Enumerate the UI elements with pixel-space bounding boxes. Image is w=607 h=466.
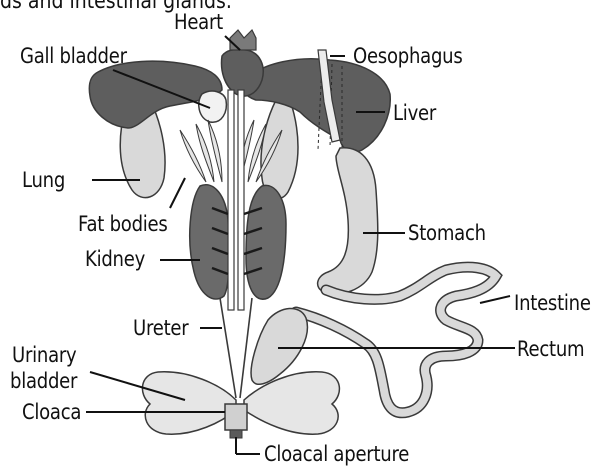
dorsal-vessel-right (238, 90, 244, 310)
label-cloacal-aperture: Cloacal aperture (264, 442, 409, 466)
label-oesophagus: Oesophagus (353, 44, 463, 68)
fat-bodies-left (180, 120, 222, 182)
label-heart: Heart (174, 10, 223, 34)
label-liver: Liver (393, 101, 436, 125)
cloaca (225, 404, 247, 430)
heart (222, 49, 264, 96)
label-lung: Lung (22, 168, 65, 192)
label-fat-bodies: Fat bodies (78, 212, 168, 236)
stomach (318, 148, 378, 294)
gall-bladder (199, 91, 227, 122)
label-cloaca: Cloaca (22, 400, 81, 424)
leader-intestine (480, 296, 510, 303)
label-urinary-bladder-line2: bladder (10, 369, 77, 393)
urinary-bladder-left-lobe (142, 372, 236, 434)
ureter-right (240, 298, 252, 398)
label-stomach: Stomach (408, 221, 486, 245)
ureter-left (220, 298, 236, 398)
label-kidney: Kidney (85, 247, 145, 271)
label-urinary-bladder-line1: Urinary (12, 343, 76, 367)
kidney-left (190, 185, 229, 299)
cloacal-aperture (230, 430, 242, 438)
label-rectum: Rectum (517, 337, 584, 361)
label-ureter: Ureter (133, 316, 188, 340)
dorsal-vessel-left (228, 90, 234, 310)
kidney-right (246, 185, 286, 299)
label-intestine: Intestine (514, 291, 591, 315)
right-lung (261, 100, 298, 199)
label-gall-bladder: Gall bladder (20, 44, 127, 68)
leader-fat-bodies (170, 178, 185, 208)
heart-vessels (230, 30, 256, 50)
